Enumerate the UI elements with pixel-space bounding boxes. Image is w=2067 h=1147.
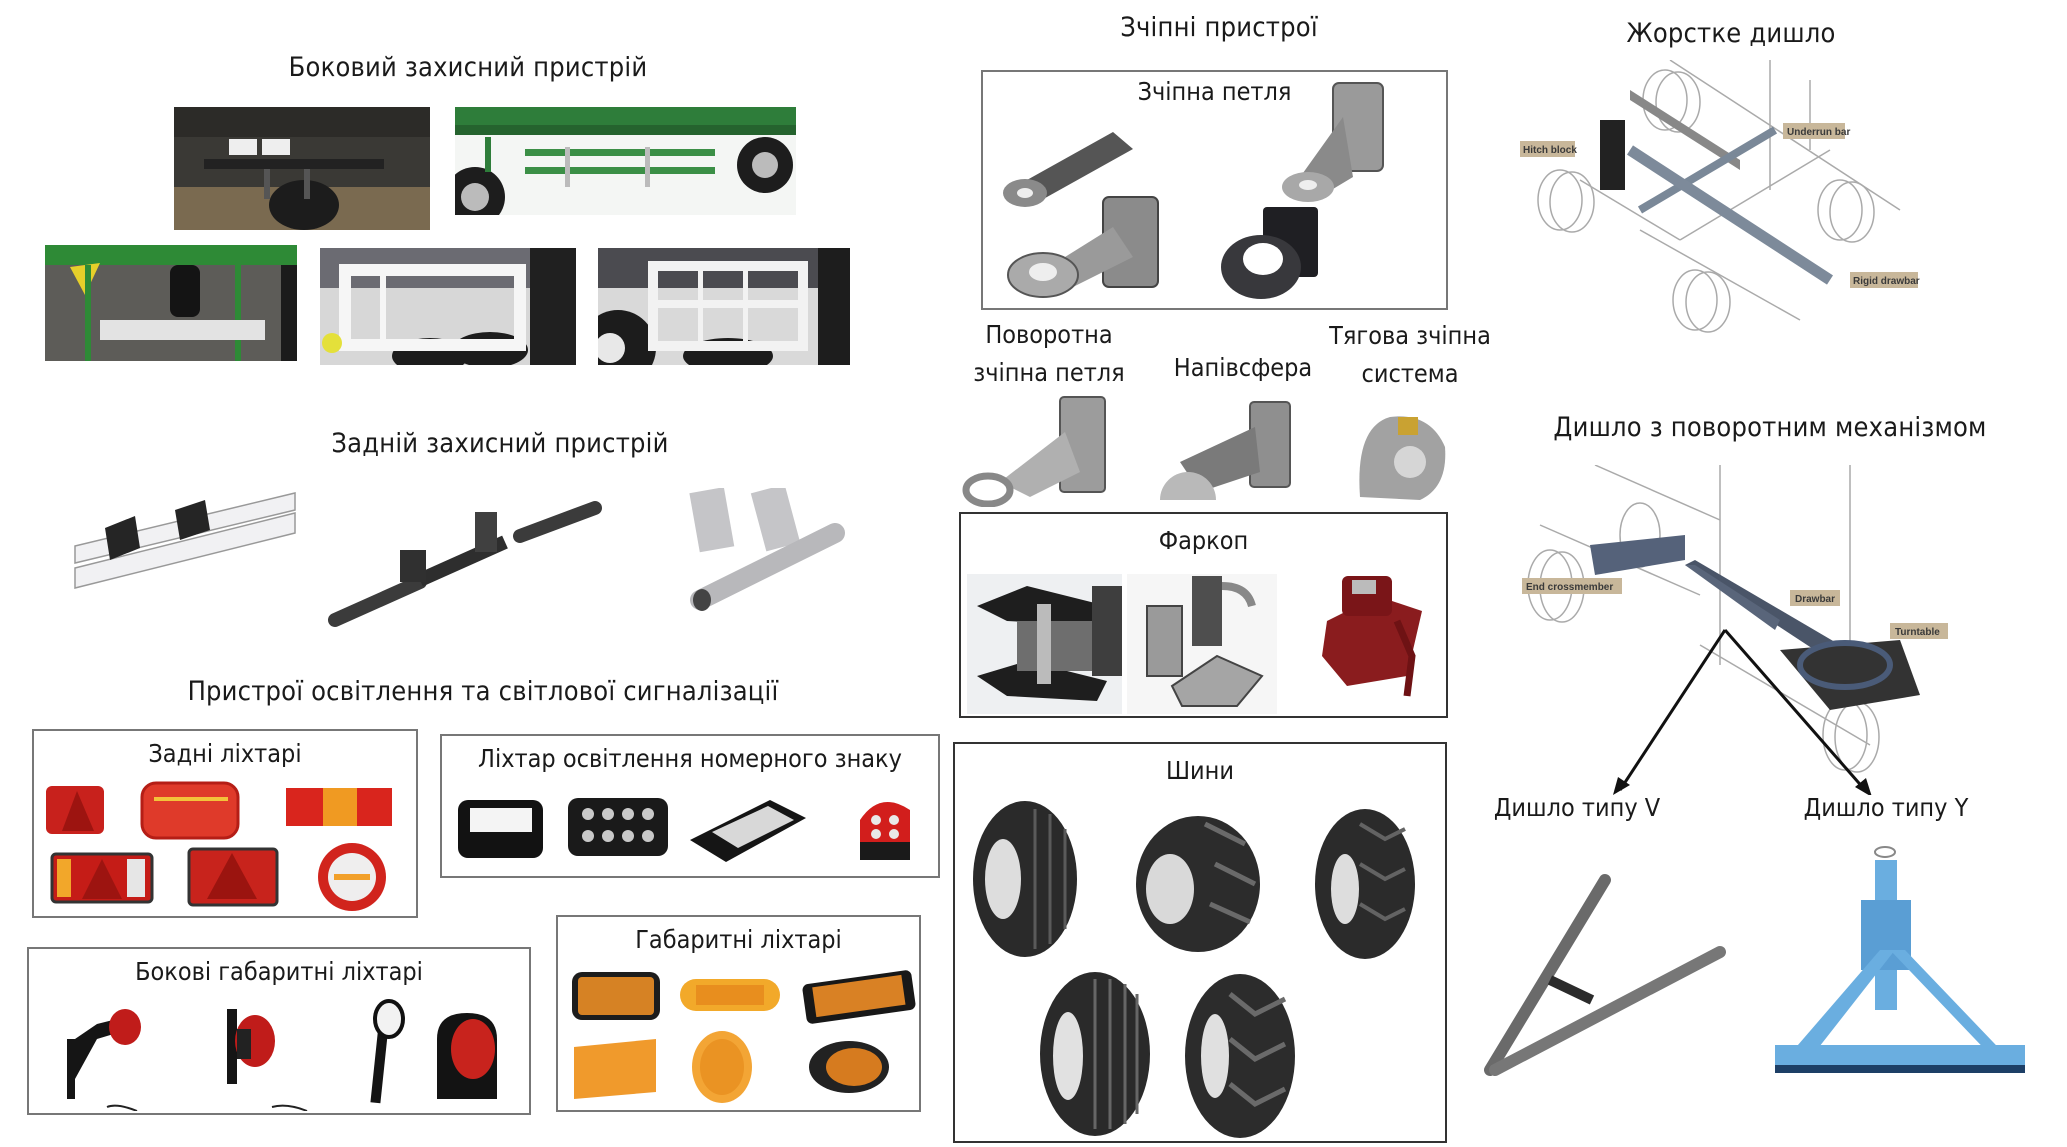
tires-box: Шини <box>953 742 1447 1143</box>
side-guard-photo-1 <box>174 107 430 230</box>
hemisphere-label: Напівсфера <box>1173 353 1313 382</box>
coupling-title: Зчіпні пристрої <box>1120 12 1318 43</box>
tag-underrun-bar-text: Underrun bar <box>1787 127 1850 138</box>
side-marker-box: Бокові габаритні ліхтарі <box>27 947 531 1115</box>
traction-label-line2: система <box>1361 359 1459 388</box>
side-guard-photo-3 <box>45 245 297 361</box>
type-y-label: Дишло типу Y <box>1803 793 1969 822</box>
tag-drawbar-text: Drawbar <box>1795 594 1835 605</box>
plate-lamp-title: Ліхтар освітлення номерного знаку <box>478 744 902 773</box>
tire-4 <box>1040 972 1150 1136</box>
tag-end-crossmember-text: End crossmember <box>1526 582 1613 593</box>
hitch-title: Фаркоп <box>1158 526 1249 555</box>
rear-guard-title: Задній захисний пристрій <box>331 428 669 459</box>
side-guard-photo-4 <box>320 248 576 365</box>
tag-drawbar: Drawbar <box>1790 590 1840 606</box>
hitch-box: Фаркоп <box>959 512 1448 718</box>
tires-title: Шини <box>1166 756 1234 785</box>
side-marker-title: Бокові габаритні ліхтарі <box>135 957 423 986</box>
side-guard-photo-5 <box>598 248 850 365</box>
traction-label-line1: Тягова зчіпна <box>1329 321 1491 350</box>
rear-guard-image-3 <box>680 488 850 618</box>
tire-3 <box>1315 809 1415 959</box>
marker-lamps-title: Габаритні ліхтарі <box>635 925 842 954</box>
tag-turntable: Turntable <box>1890 623 1948 639</box>
tag-rigid-drawbar-text: Rigid drawbar <box>1853 276 1920 287</box>
tire-5 <box>1185 974 1295 1138</box>
tag-hitch-block: Hitch block <box>1520 141 1577 157</box>
arrow-type-v <box>1618 629 1727 791</box>
tag-turntable-text: Turntable <box>1895 627 1940 638</box>
rear-guard-image-2 <box>325 500 605 630</box>
turntable-drawbar-title: Дишло з поворотним механізмом <box>1553 412 1987 443</box>
swivel-loop-label-line1: Поворотна <box>985 320 1113 349</box>
coupling-loop-title: Зчіпна петля <box>1137 77 1292 106</box>
rigid-drawbar-title: Жорстке дишло <box>1626 18 1836 49</box>
marker-lamps-box: Габаритні ліхтарі <box>556 915 921 1112</box>
coupling-loop-box: Зчіпна петля <box>981 70 1448 310</box>
swivel-loop-label-line2: зчіпна петля <box>973 358 1125 387</box>
tag-end-crossmember: End crossmember <box>1522 578 1622 594</box>
rigid-drawbar-diagram: Hitch block Underrun bar Rigid drawbar <box>1520 60 1920 333</box>
tire-2 <box>1136 816 1260 952</box>
rear-lamps-title: Задні ліхтарі <box>148 739 302 768</box>
tag-rigid-drawbar: Rigid drawbar <box>1850 272 1920 288</box>
rear-lamps-box: Задні ліхтарі <box>32 729 418 918</box>
arrow-type-y <box>1723 629 1867 791</box>
tire-1 <box>973 801 1077 957</box>
side-guard-title: Боковий захисний пристрій <box>288 52 648 83</box>
tag-hitch-block-text: Hitch block <box>1523 145 1577 156</box>
turntable-drawbar-diagram: End crossmember Drawbar Turntable <box>1522 465 1948 795</box>
rear-guard-image-1 <box>65 488 305 608</box>
side-guard-photo-2 <box>455 107 796 215</box>
coupling-items-row <box>962 396 1446 507</box>
tag-underrun-bar: Underrun bar <box>1783 123 1850 139</box>
type-v-drawbar-image <box>1484 874 1726 1076</box>
type-y-drawbar-image <box>1775 846 2025 1073</box>
lighting-title: Пристрої освітлення та світлової сигналі… <box>187 676 779 707</box>
plate-lamp-box: Ліхтар освітлення номерного знаку <box>440 734 940 878</box>
type-v-label: Дишло типу V <box>1493 793 1661 822</box>
